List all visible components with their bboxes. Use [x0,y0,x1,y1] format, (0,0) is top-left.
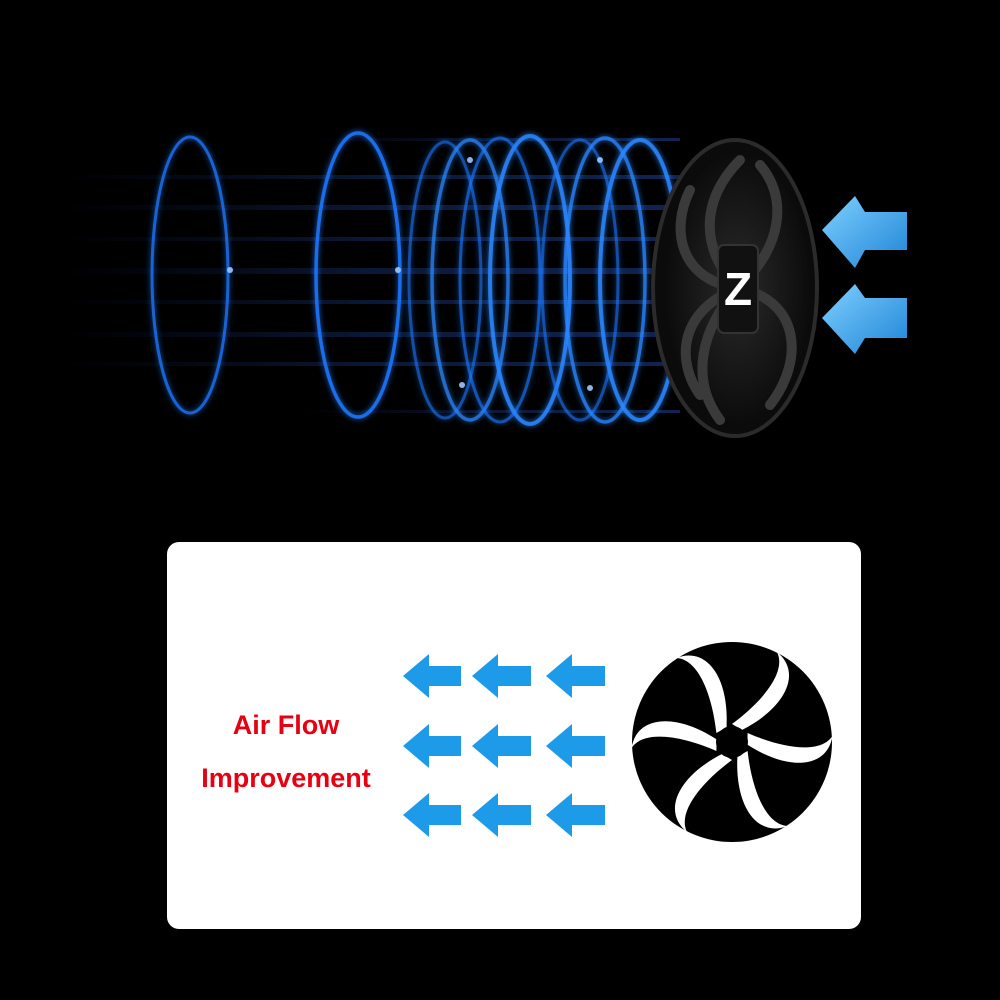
motion-streaks [40,138,680,413]
fan-logo: Z [724,263,752,315]
arrow-left-icon [472,793,531,837]
airflow-rings [150,131,682,426]
fan-graphic: Z [651,138,819,438]
arrow-left-icon [472,654,531,698]
arrow-left-icon [472,724,531,768]
arrow-left-icon [546,654,605,698]
airflow-card: Air Flow Improvement [167,542,861,929]
arrow-left-icon [403,793,461,837]
arrow-left-icon [546,724,605,768]
arrow-grid [403,654,605,837]
intake-arrow-icon [822,284,907,354]
intake-arrow-icon [822,196,907,268]
caption-air-flow: Air Flow [232,710,340,740]
card-graphics [403,642,833,842]
sparkles [227,157,603,391]
arrow-left-icon [403,724,461,768]
fan-icon [631,642,833,842]
intake-arrows [822,196,907,354]
arrow-left-icon [546,793,605,837]
caption-improvement: Improvement [201,763,371,793]
airflow-illustration: Z [40,131,907,438]
arrow-left-icon [403,654,461,698]
